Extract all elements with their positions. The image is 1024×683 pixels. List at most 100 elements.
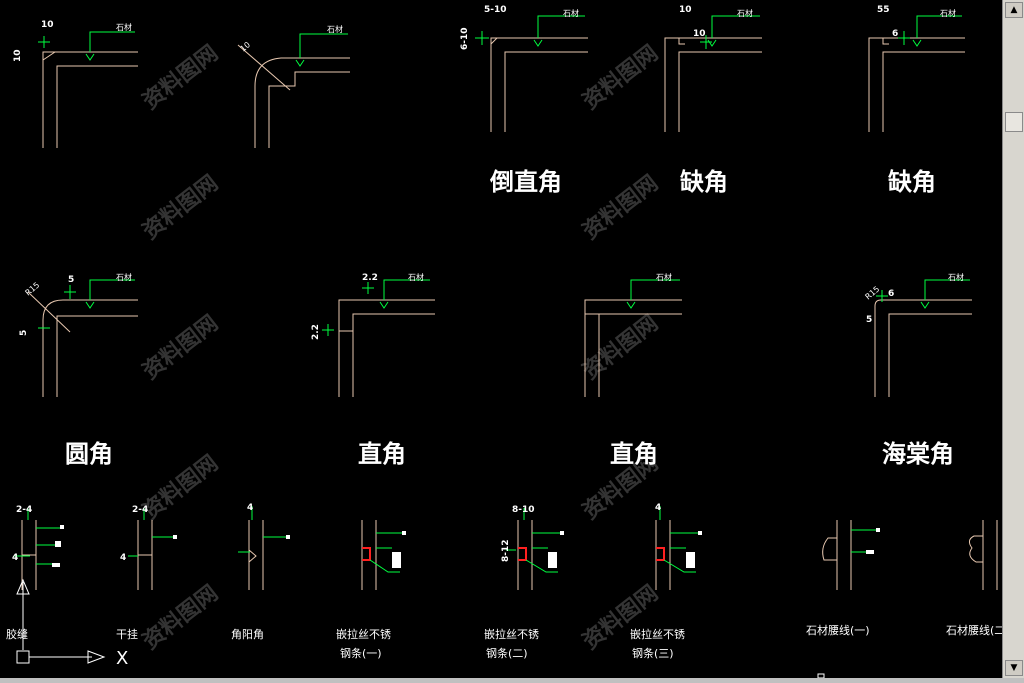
caption-6b: 钢条(三) xyxy=(632,646,674,660)
detail-notch-2[interactable] xyxy=(868,37,965,132)
svg-text:资料图网: 资料图网 xyxy=(578,171,663,245)
scroll-down-button[interactable]: ▼ xyxy=(1005,660,1023,676)
ucs-x-label: X xyxy=(116,648,128,669)
leader-1 xyxy=(38,31,135,61)
caption-8: 石材腰线(二) xyxy=(946,623,1002,637)
label-stone-9: 石材 xyxy=(948,272,964,282)
joint-1[interactable] xyxy=(21,520,37,590)
dim-8-12: 8-12 xyxy=(501,539,511,562)
dim-2-4a: 2-4 xyxy=(16,505,32,515)
dim-round-r: R15 xyxy=(24,281,42,298)
caption-5b: 钢条(二) xyxy=(486,646,528,660)
caption-6a: 嵌拉丝不锈 xyxy=(630,627,685,641)
detail-right-1[interactable] xyxy=(338,299,435,397)
label-stone-5: 石材 xyxy=(940,8,956,18)
joint-2[interactable] xyxy=(137,520,153,590)
title-notch-1: 缺角 xyxy=(680,168,728,196)
label-stone-6: 石材 xyxy=(116,272,132,282)
joint-3-leaders xyxy=(238,506,288,553)
leader-4 xyxy=(700,15,760,49)
scrollbar-thumb[interactable] xyxy=(1005,112,1023,132)
leader-5 xyxy=(898,15,962,47)
joint-5[interactable] xyxy=(517,520,533,590)
dim-4d: 4 xyxy=(655,503,661,513)
dim-8-10: 8-10 xyxy=(512,505,535,515)
joint-2-leaders xyxy=(128,508,175,557)
dim-4a: 4 xyxy=(12,553,18,563)
status-bar xyxy=(0,678,1024,683)
joint-1-leaders xyxy=(14,508,60,565)
title-right-2: 直角 xyxy=(610,440,658,468)
dim-4b: 4 xyxy=(120,553,126,563)
dim-4c: 4 xyxy=(247,503,253,513)
detail-begonia[interactable] xyxy=(874,299,972,397)
steel-strip-1 xyxy=(362,547,371,561)
dim-10-side: 10 xyxy=(13,49,23,62)
vertical-scrollbar[interactable]: ▲ ▼ xyxy=(1002,0,1024,678)
dim-begonia-5: 5 xyxy=(866,315,872,325)
joint-8[interactable] xyxy=(968,520,998,590)
title-notch-2: 缺角 xyxy=(888,168,936,196)
label-stone: 石材 xyxy=(116,22,132,32)
label-stone-3: 石材 xyxy=(563,8,579,18)
detail-right-2[interactable] xyxy=(584,299,682,397)
leader-right-2 xyxy=(626,279,680,309)
title-begonia: 海棠角 xyxy=(882,440,954,468)
svg-text:资料图网: 资料图网 xyxy=(578,581,663,655)
dim-notch-10: 10 xyxy=(679,5,692,15)
caption-4a: 嵌拉丝不锈 xyxy=(336,627,391,641)
caption-3: 角阳角 xyxy=(231,628,264,641)
leader-right-1 xyxy=(322,279,430,336)
leader-round xyxy=(38,279,135,329)
caption-5a: 嵌拉丝不锈 xyxy=(484,627,539,641)
joint-6-leaders xyxy=(659,506,700,573)
ucs-icon xyxy=(16,578,106,664)
joint-3[interactable] xyxy=(248,520,264,590)
label-stone-2: 石材 xyxy=(327,24,343,34)
caption-1: 胶缝 xyxy=(6,627,28,641)
title-round: 圆角 xyxy=(65,440,113,468)
svg-text:资料图网: 资料图网 xyxy=(138,41,223,115)
label-stone-7: 石材 xyxy=(408,272,424,282)
detail-round[interactable] xyxy=(27,291,138,397)
joint-4[interactable] xyxy=(361,520,377,590)
joint-7[interactable] xyxy=(822,520,852,590)
svg-text:资料图网: 资料图网 xyxy=(578,311,663,385)
detail-notch-1[interactable] xyxy=(664,37,762,132)
scroll-up-button[interactable]: ▲ xyxy=(1005,2,1023,18)
dim-5-10: 5-10 xyxy=(484,5,507,15)
drawing-svg: 资料图网 资料图网 资料图网 资料图网 资料图网 资料图网 资料图网 资料图网 … xyxy=(6,5,1010,679)
dim-10-top: 10 xyxy=(41,20,54,30)
dim-chamfer: 10 xyxy=(239,40,253,53)
svg-text:资料图网: 资料图网 xyxy=(138,171,223,245)
joint-5-leaders xyxy=(506,508,562,573)
joint-7-leaders xyxy=(851,529,878,553)
caption-4b: 钢条(一) xyxy=(340,646,382,660)
dim-55: 55 xyxy=(877,5,890,15)
dim-22-side: 2.2 xyxy=(311,324,321,340)
dim-notch-10b: 10 xyxy=(693,29,706,39)
leader-3 xyxy=(475,15,585,47)
caption-2: 干挂 xyxy=(116,627,138,641)
dim-6-10: 6-10 xyxy=(460,27,470,50)
dim-round-5b: 5 xyxy=(19,330,29,336)
title-chamfer: 倒直角 xyxy=(489,168,562,196)
dim-2-4b: 2-4 xyxy=(132,505,148,515)
dim-round-5: 5 xyxy=(68,275,74,285)
dim-begonia-6: 6 xyxy=(888,289,894,299)
detail-corner-2[interactable] xyxy=(237,44,350,148)
svg-text:资料图网: 资料图网 xyxy=(138,451,223,525)
dim-begonia-r: R15 xyxy=(864,285,882,302)
joint-6[interactable] xyxy=(655,520,671,590)
svg-text:资料图网: 资料图网 xyxy=(138,581,223,655)
svg-text:资料图网: 资料图网 xyxy=(138,311,223,385)
caption-7: 石材腰线(一) xyxy=(806,623,870,637)
detail-corner-1[interactable] xyxy=(42,51,138,148)
label-stone-4: 石材 xyxy=(737,8,753,18)
steel-strip-2 xyxy=(518,547,527,561)
svg-text:资料图网: 资料图网 xyxy=(578,41,663,115)
detail-chamfer[interactable] xyxy=(490,37,588,132)
leader-2 xyxy=(295,33,348,67)
joint-4-leaders xyxy=(369,532,404,573)
